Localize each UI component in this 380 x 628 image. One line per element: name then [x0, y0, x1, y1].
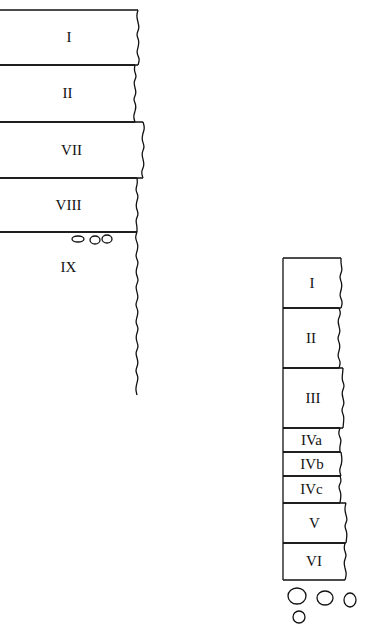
cell-oval: [102, 235, 112, 243]
cell-oval: [90, 236, 100, 244]
layer-numeral: II: [63, 86, 73, 101]
layer-numeral: IX: [61, 260, 77, 275]
tissue-layer: IX: [0, 232, 137, 395]
layer-numeral: V: [309, 516, 320, 531]
cell-circle: [317, 591, 333, 605]
tissue-layer: V: [283, 503, 346, 543]
layer-numeral: I: [67, 30, 72, 45]
layer-numeral: I: [310, 276, 315, 291]
layer-outline: [0, 232, 137, 395]
layer-numeral: VIII: [56, 198, 82, 213]
layer-numeral: II: [306, 331, 316, 346]
tissue-layer: VIII: [0, 178, 137, 232]
layer-numeral: IVb: [300, 457, 323, 472]
cell-circle: [293, 611, 305, 623]
tissue-layer: I: [0, 10, 138, 65]
tissue-layer: I: [283, 258, 341, 308]
layer-numeral: VI: [306, 554, 322, 569]
cell-circle: [288, 588, 306, 604]
layer-numeral: III: [306, 391, 321, 406]
tissue-layer: VI: [283, 543, 345, 580]
layer-numeral: IVa: [301, 433, 322, 448]
tissue-layer: II: [283, 308, 339, 368]
tissue-layer: IVc: [283, 476, 340, 503]
tissue-layer: VII: [0, 122, 143, 178]
layer-numeral: IVc: [300, 482, 323, 497]
tissue-layer: IVa: [283, 428, 340, 452]
layer-numeral: VII: [61, 143, 82, 158]
tissue-layer: III: [283, 368, 343, 428]
tissue-layer: IVb: [283, 452, 341, 476]
cell-circle: [344, 593, 356, 607]
tissue-layer: II: [0, 65, 135, 122]
cell-oval: [72, 236, 84, 242]
